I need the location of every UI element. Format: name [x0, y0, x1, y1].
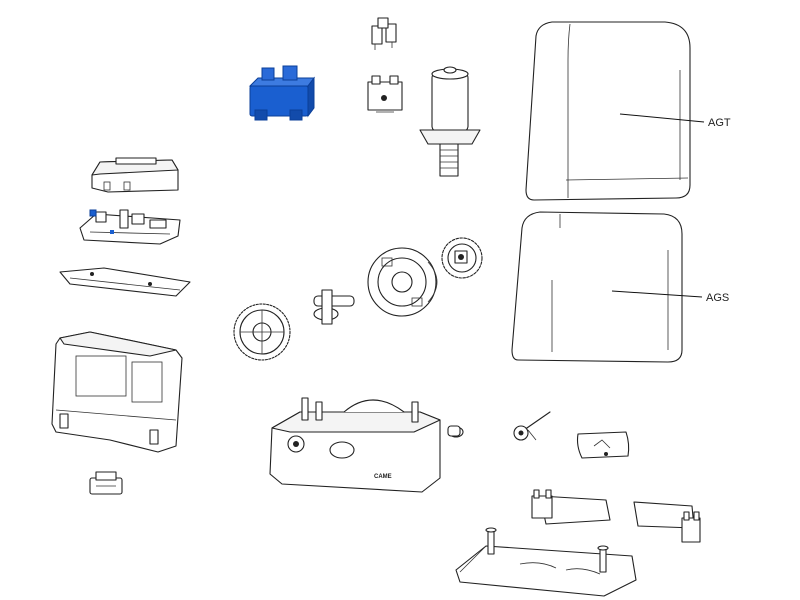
gearbox-base-part[interactable]: CAME: [269, 397, 441, 493]
gear-motor-part[interactable]: [419, 66, 481, 177]
ags-leader-line: [611, 290, 703, 298]
agt-label: AGT: [708, 117, 731, 129]
terminal-clips-part[interactable]: [371, 17, 397, 50]
control-board-cover-part[interactable]: [91, 157, 179, 193]
limit-switch-part[interactable]: [367, 75, 403, 113]
release-plug-part[interactable]: [447, 425, 464, 438]
large-gear-part[interactable]: [233, 303, 291, 361]
limit-bracket-right-part[interactable]: [633, 501, 701, 543]
board-frame-part[interactable]: [51, 331, 183, 453]
ags-label: AGS: [706, 292, 729, 304]
shaft-part[interactable]: [313, 289, 355, 325]
mounting-plate-part[interactable]: [59, 267, 191, 297]
pinion-gear-part[interactable]: [441, 237, 483, 279]
agt-cover-part[interactable]: [525, 21, 691, 201]
clutch-housing-part[interactable]: [367, 247, 438, 317]
connector-part[interactable]: [89, 471, 123, 495]
release-handle-part[interactable]: [576, 431, 630, 459]
ags-callout: AGS: [611, 290, 729, 304]
foundation-plate-part[interactable]: [455, 527, 637, 597]
agt-leader-line: [619, 113, 705, 123]
transformer-part-highlighted[interactable]: [248, 65, 315, 121]
ags-cover-part[interactable]: [511, 211, 683, 363]
release-key-part[interactable]: [513, 411, 551, 441]
brand-label: CAME: [374, 474, 392, 480]
limit-bracket-left-part[interactable]: [531, 489, 611, 525]
control-board-part[interactable]: [79, 209, 181, 245]
agt-callout: AGT: [619, 113, 731, 129]
